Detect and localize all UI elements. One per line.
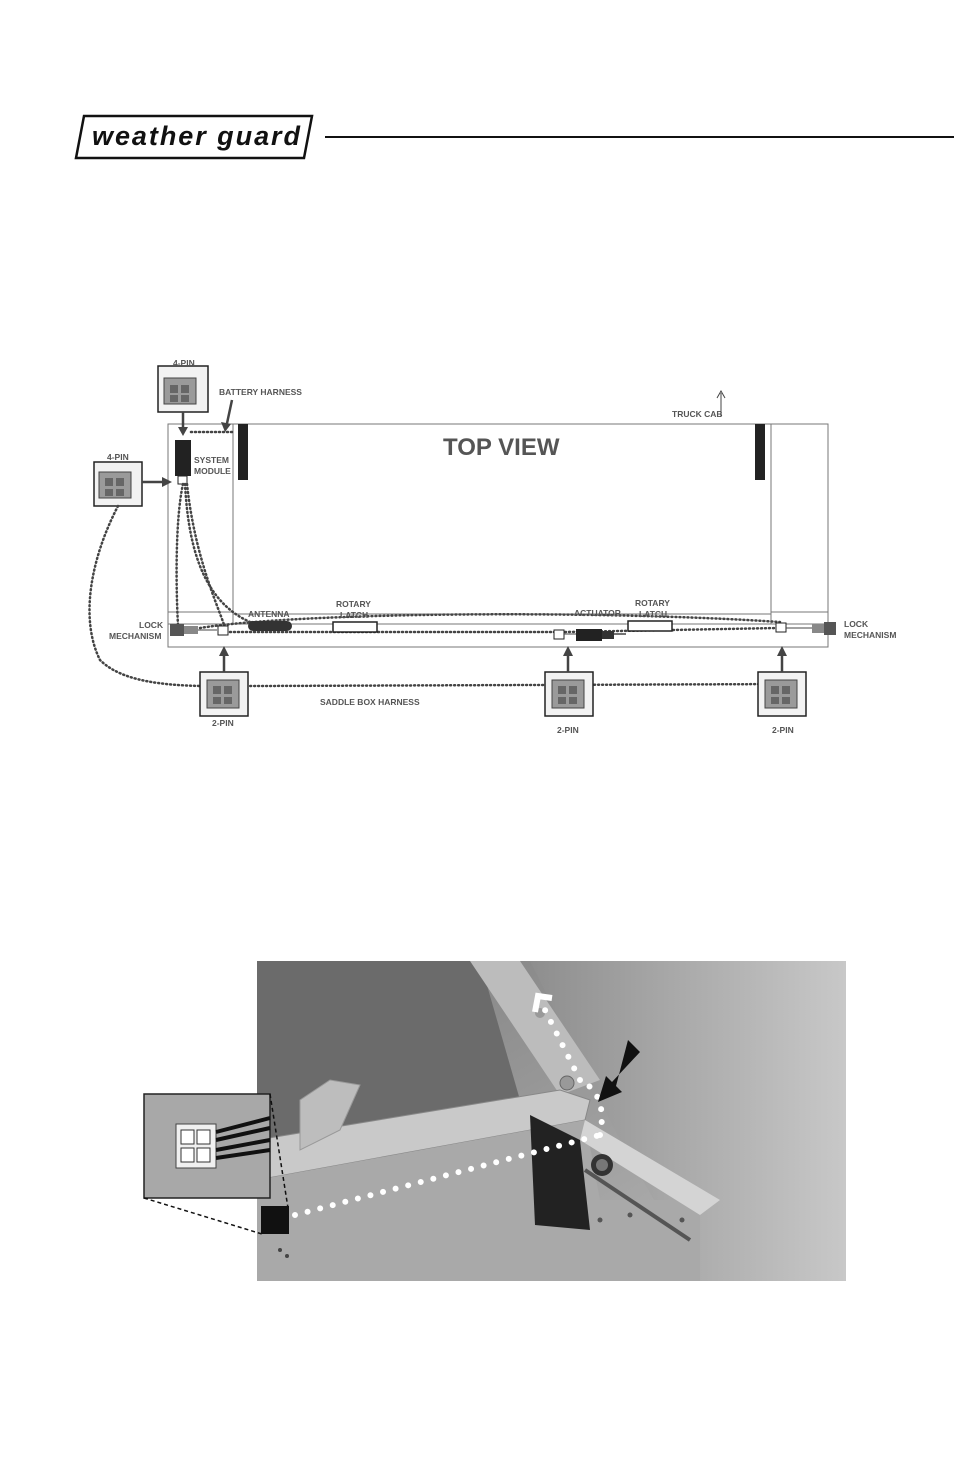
rotary-latch-right	[628, 621, 672, 631]
diagram-title: TOP VIEW	[443, 434, 560, 461]
rotary-latch-right-label-1: ROTARY	[635, 598, 670, 608]
antenna	[248, 621, 292, 631]
connector-4pin-top	[158, 366, 208, 412]
lock-mechanism-left	[170, 624, 228, 636]
rotary-latch-left	[333, 622, 377, 632]
gas-strut-left	[238, 424, 248, 480]
top-view-wiring-diagram: TOP VIEW TRUCK CAB 4-PIN BATTERY HARNESS…	[0, 340, 954, 750]
pin2-left-label: 2-PIN	[212, 718, 234, 728]
pin2-right-label: 2-PIN	[772, 725, 794, 735]
installation-render-image	[140, 955, 850, 1285]
weather-guard-logo: weather guard	[74, 112, 318, 162]
lock-mechanism-left-label-2: MECHANISM	[109, 631, 161, 641]
system-module-label-1: SYSTEM	[194, 455, 229, 465]
antenna-label: ANTENNA	[248, 609, 290, 619]
actuator-label: ACTUATOR	[574, 608, 621, 618]
system-module-label-2: MODULE	[194, 466, 231, 476]
connector-2pin-right	[758, 672, 806, 716]
truck-cab-label: TRUCK CAB	[672, 409, 723, 419]
connector-2pin-left	[200, 672, 248, 716]
lock-mechanism-right-label-1: LOCK	[844, 619, 869, 629]
gas-strut-right	[755, 424, 765, 480]
saddle-box-harness-label: SADDLE BOX HARNESS	[320, 697, 420, 707]
rotary-latch-left-label-1: ROTARY	[336, 599, 371, 609]
connector-2pin-middle	[545, 672, 593, 716]
connector-block	[261, 1206, 289, 1234]
brand-text: weather guard	[92, 121, 301, 151]
pin4-left-label: 4-PIN	[107, 452, 129, 462]
rotary-latch-right-label-2: LATCH	[639, 609, 667, 619]
battery-harness-label: BATTERY HARNESS	[219, 387, 302, 397]
lock-mechanism-right-label-2: MECHANISM	[844, 630, 896, 640]
connector-4pin-left	[94, 462, 142, 506]
system-module	[175, 440, 191, 476]
rotary-latch-left-label-2: LATCH	[340, 610, 368, 620]
lock-mechanism-left-label-1: LOCK	[139, 620, 164, 630]
pin4-top-label: 4-PIN	[173, 358, 195, 368]
header-rule	[325, 136, 954, 138]
pin2-middle-label: 2-PIN	[557, 725, 579, 735]
